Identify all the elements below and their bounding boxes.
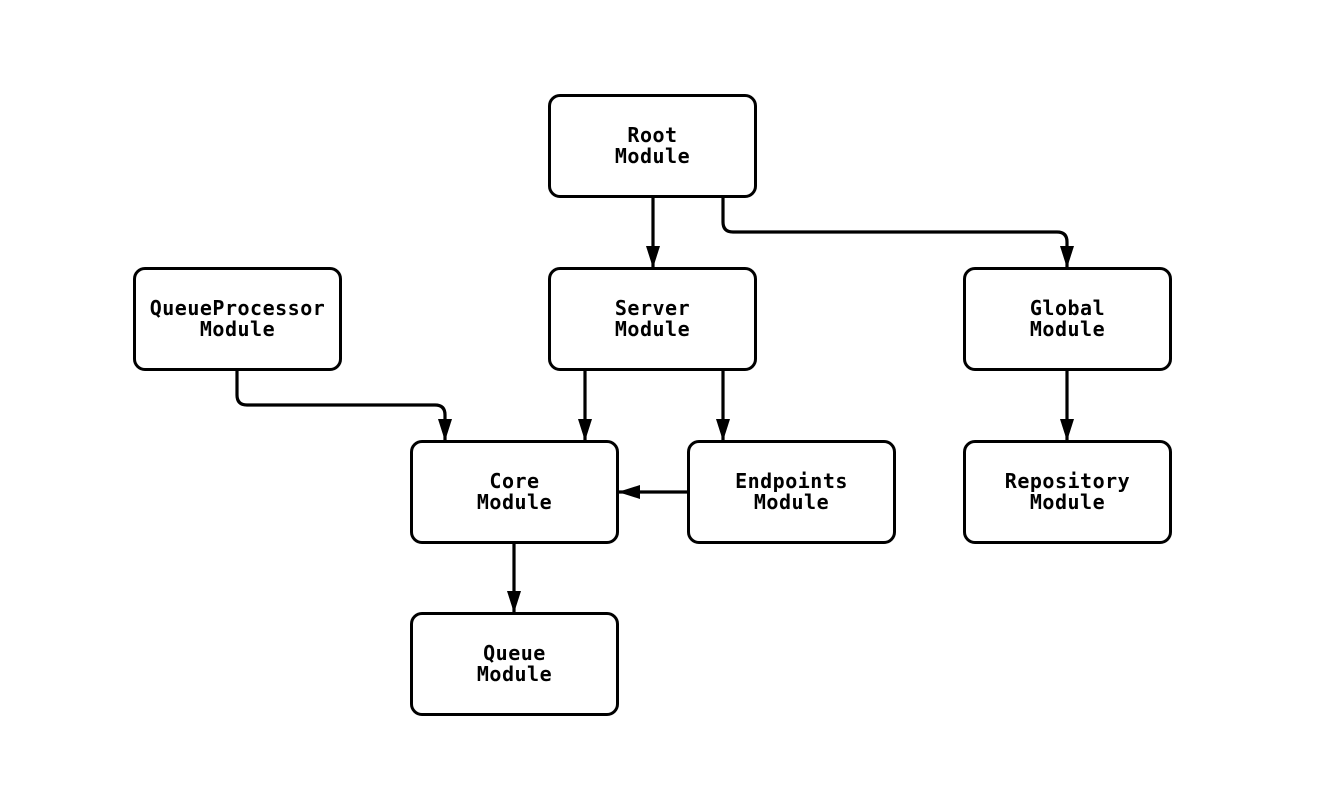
node-global-module-label: Global Module	[1029, 295, 1106, 341]
node-repository-module-label: Repository Module	[1004, 468, 1131, 514]
node-queue-module-label: Queue Module	[476, 640, 553, 686]
node-root-module-label: Root Module	[614, 122, 691, 168]
node-endpoints-module-label: Endpoints Module	[735, 468, 848, 514]
node-queue-processor-module: QueueProcessor Module	[133, 267, 342, 371]
node-endpoints-module: Endpoints Module	[687, 440, 896, 544]
node-server-module-label: Server Module	[614, 295, 691, 341]
node-core-module: Core Module	[410, 440, 619, 544]
node-queue-module: Queue Module	[410, 612, 619, 716]
node-repository-module: Repository Module	[963, 440, 1172, 544]
edge-root-to-global	[721, 198, 1074, 268]
node-global-module: Global Module	[963, 267, 1172, 371]
node-queue-processor-module-label: QueueProcessor Module	[149, 295, 326, 341]
node-core-module-label: Core Module	[476, 468, 553, 514]
node-root-module: Root Module	[548, 94, 757, 198]
node-server-module: Server Module	[548, 267, 757, 371]
edge-queue-processor-to-core	[235, 371, 452, 441]
